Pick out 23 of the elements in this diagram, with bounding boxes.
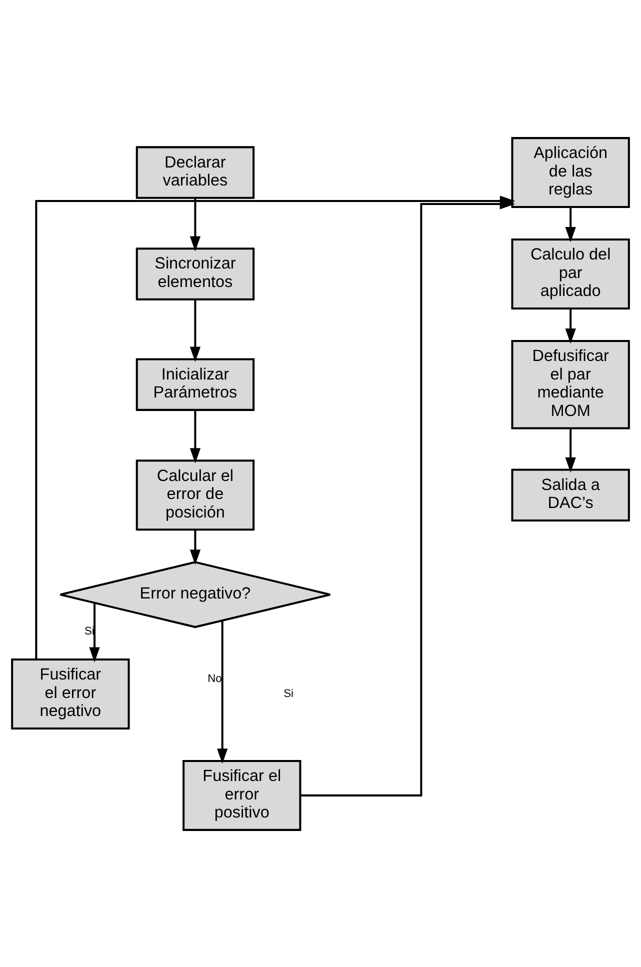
node-box: Calculo del par aplicado	[511, 238, 630, 309]
node-box: Inicializar Parámetros	[136, 358, 255, 410]
node-box: Calcular el error de posición	[136, 459, 255, 530]
node-box: Sincronizar elementos	[136, 247, 255, 300]
edge-label: No	[208, 672, 222, 684]
arrow	[190, 298, 201, 362]
arrow	[217, 620, 228, 764]
arrow	[300, 198, 516, 796]
arrow	[190, 409, 201, 463]
node-box: Aplicación de las reglas	[511, 136, 630, 208]
node-box: Salida a DAC’s	[511, 468, 630, 522]
node-box: Fusificar el error negativo	[11, 658, 130, 729]
node-box: Defusificar el par mediante MOM	[511, 339, 630, 429]
arrow	[89, 602, 100, 662]
arrow	[190, 198, 201, 251]
arrow	[565, 428, 576, 472]
label: Si	[284, 687, 294, 700]
edge-label: Si	[84, 625, 94, 638]
arrow	[190, 529, 201, 564]
arrow	[565, 206, 576, 242]
node-box: Fusificar el error positivo	[182, 759, 302, 830]
node-box: Declarar variables	[136, 146, 255, 198]
arrow	[565, 308, 576, 344]
